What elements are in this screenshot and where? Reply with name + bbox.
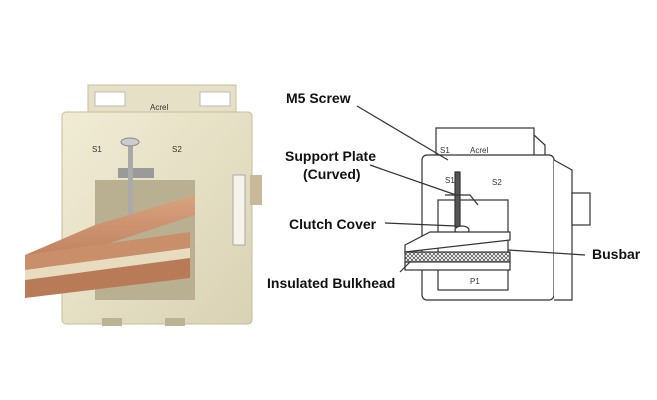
s2-marking: S2 (492, 178, 502, 187)
brand-marking: Acrel (470, 146, 488, 155)
terminal-s1: S1 (92, 145, 102, 154)
support-plate (445, 194, 479, 206)
s1-marking-body: S1 (445, 176, 455, 185)
foot (165, 318, 185, 326)
busbar-bottom (404, 261, 511, 271)
m5-screw (454, 171, 461, 228)
terminal-window (94, 91, 126, 107)
m5-screw (128, 142, 133, 227)
label-insulated-bulkhead: Insulated Bulkhead (267, 275, 395, 291)
label-m5-screw: M5 Screw (286, 90, 351, 106)
busbar-top (404, 231, 511, 253)
side-label (232, 174, 246, 246)
terminal-window (199, 91, 231, 107)
insulated-bulkhead (404, 251, 511, 263)
label-support-plate-note: (Curved) (303, 166, 361, 182)
s1-marking: S1 (440, 146, 450, 155)
current-transformer-photo: Acrel S1 S2 (25, 84, 262, 326)
busbar-stub (571, 192, 591, 226)
label-clutch-cover: Clutch Cover (289, 216, 377, 232)
leader-insulated-bulkhead (399, 261, 411, 273)
brand-text: Acrel (150, 103, 168, 112)
leader-busbar (507, 249, 586, 256)
leader-clutch-cover (384, 222, 457, 227)
label-support-plate: Support Plate (285, 148, 376, 164)
installation-diagram (356, 105, 591, 301)
label-busbar: Busbar (592, 246, 641, 262)
screw-head (120, 137, 140, 147)
support-plate (118, 168, 154, 178)
foot (102, 318, 122, 326)
busbar-upper (25, 232, 190, 270)
side-busbar-stub (250, 175, 262, 205)
busbar-lower (25, 258, 190, 298)
terminal-s2: S2 (172, 145, 182, 154)
insulated-bulkhead (25, 248, 190, 280)
leader-support-plate (369, 164, 457, 196)
side-panel (553, 159, 573, 301)
p1-marking: P1 (470, 277, 480, 286)
leader-m5-screw (356, 105, 449, 161)
